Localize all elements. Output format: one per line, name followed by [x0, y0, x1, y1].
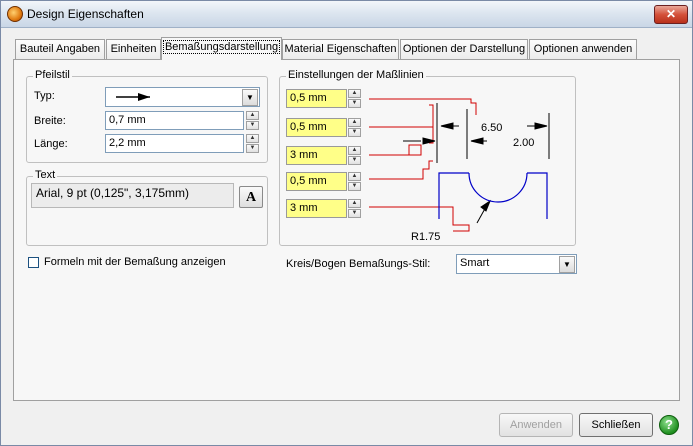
- arc-style-value: Smart: [460, 257, 490, 269]
- spin-up-icon[interactable]: ▲: [348, 199, 361, 208]
- spin-down-icon[interactable]: ▼: [246, 144, 259, 153]
- dim-lines-group: Einstellungen der Maßlinien: [279, 69, 576, 246]
- tab-optionen-darstellung[interactable]: Optionen der Darstellung: [400, 39, 528, 59]
- arrow-type-preview-icon: [116, 93, 150, 101]
- laenge-input[interactable]: 2,2 mm: [105, 134, 244, 153]
- dim-line-spinner-2[interactable]: ▲▼: [348, 118, 361, 137]
- leader-line-3: [369, 144, 422, 156]
- laenge-label: Länge:: [34, 138, 68, 150]
- spin-down-icon[interactable]: ▼: [348, 182, 361, 191]
- breite-spinner[interactable]: ▲▼: [246, 111, 259, 130]
- font-display: Arial, 9 pt (0,125", 3,175mm): [31, 183, 234, 208]
- arrow-type-select[interactable]: ▼: [105, 87, 260, 107]
- spin-up-icon[interactable]: ▲: [348, 146, 361, 155]
- formulas-checkbox-label: Formeln mit der Bemaßung anzeigen: [44, 256, 226, 268]
- dim-lines-group-label: Einstellungen der Maßlinien: [286, 69, 426, 81]
- spin-down-icon[interactable]: ▼: [348, 156, 361, 165]
- tab-material-eigenschaften[interactable]: Material Eigenschaften: [282, 39, 399, 59]
- spin-down-icon[interactable]: ▼: [348, 209, 361, 218]
- part-profile: [438, 172, 548, 219]
- spin-up-icon[interactable]: ▲: [246, 111, 259, 120]
- help-icon[interactable]: ?: [659, 415, 679, 435]
- preview-dim-2: 2.00: [513, 137, 534, 149]
- tab-bemassungsdarstellung[interactable]: Bemaßungsdarstellung: [161, 37, 282, 60]
- leader-line-1: [369, 98, 477, 115]
- dim-line-spinner-5[interactable]: ▲▼: [348, 199, 361, 218]
- leader-line-5: [369, 206, 470, 232]
- tab-einheiten[interactable]: Einheiten: [106, 39, 161, 59]
- tab-bauteil-angaben[interactable]: Bauteil Angaben: [15, 39, 105, 59]
- spin-up-icon[interactable]: ▲: [348, 89, 361, 98]
- formulas-checkbox[interactable]: [28, 257, 39, 268]
- text-group-label: Text: [33, 169, 58, 181]
- laenge-spinner[interactable]: ▲▼: [246, 134, 259, 153]
- close-button[interactable]: Schließen: [579, 413, 653, 437]
- chevron-down-icon[interactable]: ▼: [559, 256, 575, 273]
- tab-bemassungsdarstellung-label: Bemaßungsdarstellung: [162, 40, 281, 54]
- preview-dim-1: 6.50: [481, 122, 502, 134]
- arc-style-select[interactable]: Smart ▼: [456, 254, 577, 274]
- spin-up-icon[interactable]: ▲: [348, 172, 361, 181]
- apply-button[interactable]: Anwenden: [499, 413, 573, 437]
- spin-up-icon[interactable]: ▲: [246, 134, 259, 143]
- dim-line-field-3[interactable]: 3 mm: [286, 146, 347, 165]
- spin-up-icon[interactable]: ▲: [348, 118, 361, 127]
- spin-down-icon[interactable]: ▼: [246, 121, 259, 130]
- dim-line-field-1[interactable]: 0,5 mm: [286, 89, 347, 108]
- breite-input[interactable]: 0,7 mm: [105, 111, 244, 130]
- spin-down-icon[interactable]: ▼: [348, 99, 361, 108]
- app-icon: [7, 6, 23, 22]
- preview-radius: R1.75: [411, 231, 440, 243]
- dimension-preview: 6.50 2.00 R1.75: [369, 98, 550, 243]
- arc-style-label: Kreis/Bogen Bemaßungs-Stil:: [286, 258, 431, 270]
- arrow-style-group: Pfeilstil: [26, 69, 268, 163]
- dim-line-spinner-4[interactable]: ▲▼: [348, 172, 361, 191]
- text-group: Text: [26, 169, 268, 246]
- window-title: Design Eigenschaften: [27, 7, 144, 21]
- breite-label: Breite:: [34, 115, 66, 127]
- typ-label: Typ:: [34, 90, 55, 102]
- chevron-down-icon[interactable]: ▼: [242, 89, 258, 106]
- spin-down-icon[interactable]: ▼: [348, 128, 361, 137]
- title-bar: Design Eigenschaften ✕: [1, 1, 692, 28]
- dim-line-spinner-1[interactable]: ▲▼: [348, 89, 361, 108]
- close-window-button[interactable]: ✕: [654, 5, 688, 24]
- arrow-style-group-label: Pfeilstil: [33, 69, 72, 81]
- leader-line-4: [369, 160, 433, 180]
- dim-line-field-4[interactable]: 0,5 mm: [286, 172, 347, 191]
- dim-line-spinner-3[interactable]: ▲▼: [348, 146, 361, 165]
- dim-line-field-2[interactable]: 0,5 mm: [286, 118, 347, 137]
- font-picker-button[interactable]: A: [239, 186, 263, 208]
- leader-line-2: [369, 104, 434, 128]
- dim-line-field-5[interactable]: 3 mm: [286, 199, 347, 218]
- tab-optionen-anwenden[interactable]: Optionen anwenden: [529, 39, 637, 59]
